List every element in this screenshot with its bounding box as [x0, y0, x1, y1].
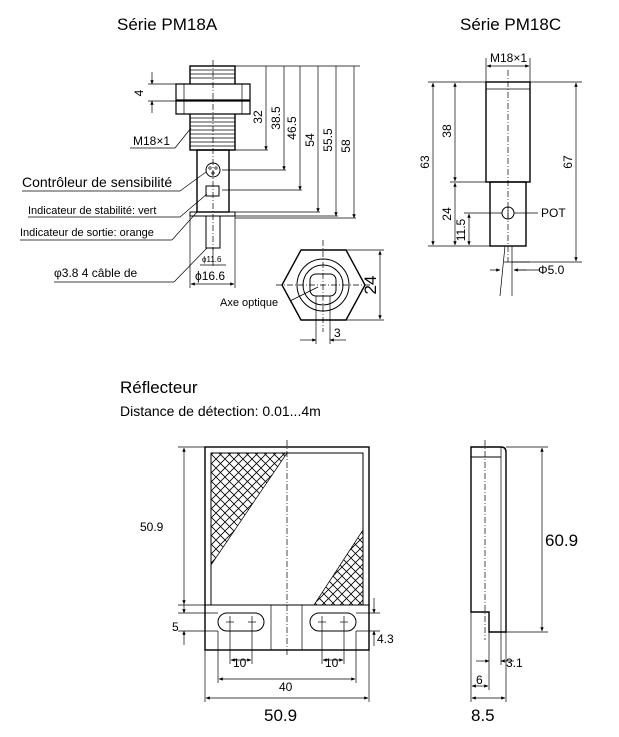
dim-24: 24 — [440, 207, 454, 221]
dim-w-10-right: 10 — [325, 656, 339, 670]
sensitivity-controller-label: Contrôleur de sensibilité — [22, 174, 172, 190]
reflector-view: Réflecteur Distance de détection: 0.01..… — [120, 378, 578, 725]
dim-11-5: 11.5 — [454, 218, 468, 241]
stability-indicator-icon — [205, 185, 220, 197]
dim-h-50-9: 50.9 — [140, 520, 164, 534]
optical-axis-label: Axe optique — [220, 297, 278, 309]
dim-dia-5: Φ5.0 — [538, 263, 565, 277]
dim-38: 38 — [440, 124, 454, 138]
reflector-side-outline — [470, 446, 507, 633]
pm18c-title: Série PM18C — [460, 15, 561, 34]
dim-w-50-9: 50.9 — [264, 706, 297, 725]
dim-32: 32 — [251, 110, 265, 124]
dim-h-5: 5 — [172, 620, 179, 634]
dim-w-6: 6 — [476, 673, 483, 687]
reflector-subtitle: Distance de détection: 0.01...4m — [120, 403, 321, 419]
dim-w-8-5: 8.5 — [471, 706, 495, 725]
pm18a-upper-nut — [175, 83, 251, 101]
dim-63: 63 — [418, 155, 432, 169]
dim-67: 67 — [561, 155, 575, 169]
dim-w-10-left: 10 — [233, 656, 247, 670]
dim-w-3-1: 3.1 — [506, 656, 523, 670]
mounting-slot-left — [217, 612, 265, 632]
dim-h-4-3: 4.3 — [377, 632, 394, 646]
pm18c-view: Série PM18C M18×1 38 63 24 11.5 67 — [418, 15, 582, 297]
pm18a-cable — [205, 215, 221, 249]
dim-dia-11-6: ϕ11.6 — [202, 255, 222, 264]
stability-indicator-label: Indicateur de stabilité: vert — [28, 205, 156, 217]
dim-55-5: 55.5 — [321, 128, 335, 152]
dim-54: 54 — [303, 133, 317, 147]
pm18a-vertical-dims — [222, 65, 360, 219]
dim-38-5: 38.5 — [269, 106, 283, 130]
dim-h-60-9: 60.9 — [545, 531, 578, 550]
reflector-title: Réflecteur — [120, 378, 198, 397]
dim-46-5: 46.5 — [285, 116, 299, 140]
pot-label: POT — [541, 206, 566, 220]
dim-58: 58 — [339, 139, 353, 153]
mounting-slot-right — [309, 612, 357, 632]
dim-dia-16-6: ϕ16.6 — [195, 269, 225, 283]
cable-label: φ3.8 4 câble de — [54, 266, 138, 280]
pm18a-thread-label: M18×1 — [133, 134, 170, 148]
pm18a-view: Série PM18A — [20, 15, 384, 344]
dim-w-40: 40 — [279, 680, 293, 694]
pm18a-title: Série PM18A — [117, 15, 218, 34]
output-indicator-label: Indicateur de sortie: orange — [20, 227, 154, 239]
dim-4: 4 — [132, 89, 146, 96]
dim-slot-3: 3 — [334, 326, 341, 340]
dim-nut-24: 24 — [361, 276, 380, 295]
pm18a-thread-lines — [190, 69, 235, 147]
pm18c-thread-label: M18×1 — [490, 51, 527, 65]
